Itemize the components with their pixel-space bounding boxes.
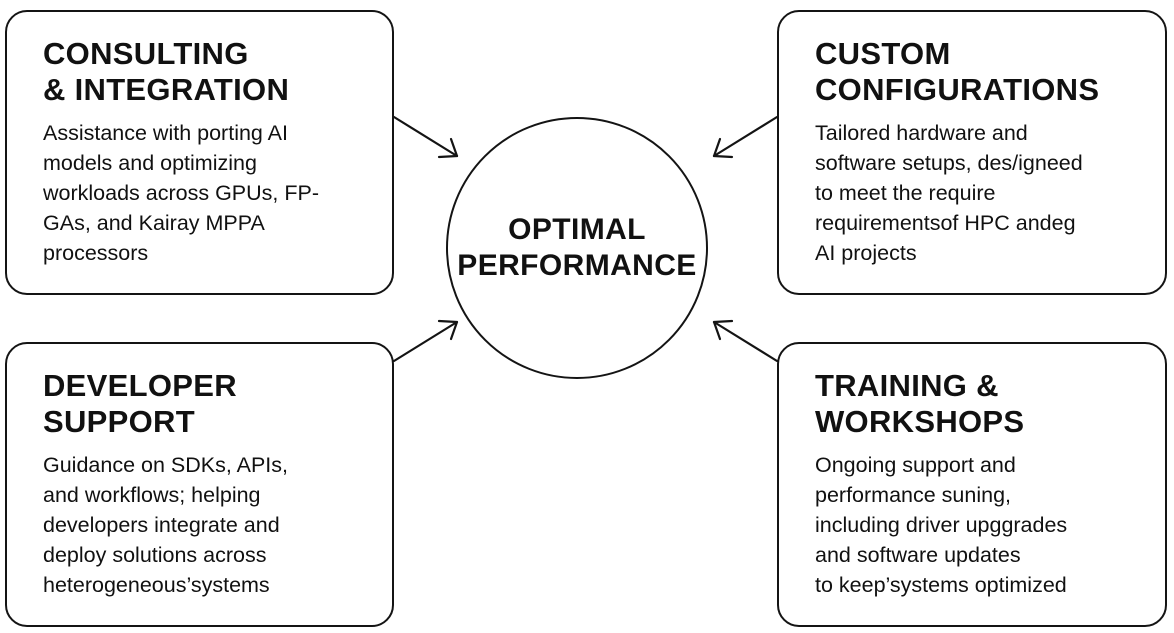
description-line: to keep’systems optimized	[815, 573, 1067, 597]
box-title: TRAINING & WORKSHOPS	[815, 368, 1147, 440]
arrow-training-to-center	[712, 319, 779, 363]
consulting-integration-box: CONSULTING & INTEGRATION Assistance with…	[5, 10, 394, 295]
arrow-custom-to-center	[712, 115, 779, 159]
title-line: & INTEGRATION	[43, 72, 290, 107]
box-description: Ongoing support and performance suning, …	[815, 450, 1147, 600]
description-line: Tailored hardware and	[815, 121, 1028, 145]
box-description: Assistance with porting AI models and op…	[43, 118, 374, 268]
title-line: SUPPORT	[43, 404, 195, 439]
box-title: CONSULTING & INTEGRATION	[43, 36, 374, 108]
description-line: performance suning,	[815, 483, 1011, 507]
description-line: requirementsof HPC andeg	[815, 211, 1076, 235]
description-line: heterogeneous’systems	[43, 573, 270, 597]
description-line: GAs, and Kairay MPPA	[43, 211, 265, 235]
description-line: Guidance on SDKs, APIs,	[43, 453, 288, 477]
center-node-optimal-performance: OPTIMAL PERFORMANCE	[446, 117, 708, 379]
title-line: WORKSHOPS	[815, 404, 1025, 439]
custom-configurations-box: CUSTOM CONFIGURATIONS Tailored hardware …	[777, 10, 1167, 295]
title-line: CUSTOM	[815, 36, 951, 71]
developer-support-box: DEVELOPER SUPPORT Guidance on SDKs, APIs…	[5, 342, 394, 627]
description-line: software setups, des/igneed	[815, 151, 1083, 175]
description-line: developers integrate and	[43, 513, 280, 537]
training-workshops-box: TRAINING & WORKSHOPS Ongoing support and…	[777, 342, 1167, 627]
description-line: deploy solutions across	[43, 543, 267, 567]
description-line: AI projects	[815, 241, 917, 265]
description-line: to meet the require	[815, 181, 996, 205]
arrow-developer-to-center	[392, 319, 459, 363]
title-line: TRAINING &	[815, 368, 999, 403]
description-line: and software updates	[815, 543, 1021, 567]
box-description: Guidance on SDKs, APIs, and workflows; h…	[43, 450, 374, 600]
description-line: and workflows; helping	[43, 483, 261, 507]
box-title: DEVELOPER SUPPORT	[43, 368, 374, 440]
description-line: Assistance with porting AI	[43, 121, 288, 145]
title-line: DEVELOPER	[43, 368, 237, 403]
description-line: processors	[43, 241, 149, 265]
description-line: including driver upggrades	[815, 513, 1068, 537]
arrow-consulting-to-center	[392, 115, 459, 159]
description-line: models and optimizing	[43, 151, 257, 175]
title-line: CONSULTING	[43, 36, 249, 71]
center-label-line-1: OPTIMAL	[508, 213, 646, 246]
description-line: Ongoing support and	[815, 453, 1016, 477]
title-line: CONFIGURATIONS	[815, 72, 1100, 107]
center-label-line-2: PERFORMANCE	[457, 249, 697, 282]
description-line: workloads across GPUs, FP-	[43, 181, 319, 205]
box-title: CUSTOM CONFIGURATIONS	[815, 36, 1147, 108]
box-description: Tailored hardware and software setups, d…	[815, 118, 1147, 268]
